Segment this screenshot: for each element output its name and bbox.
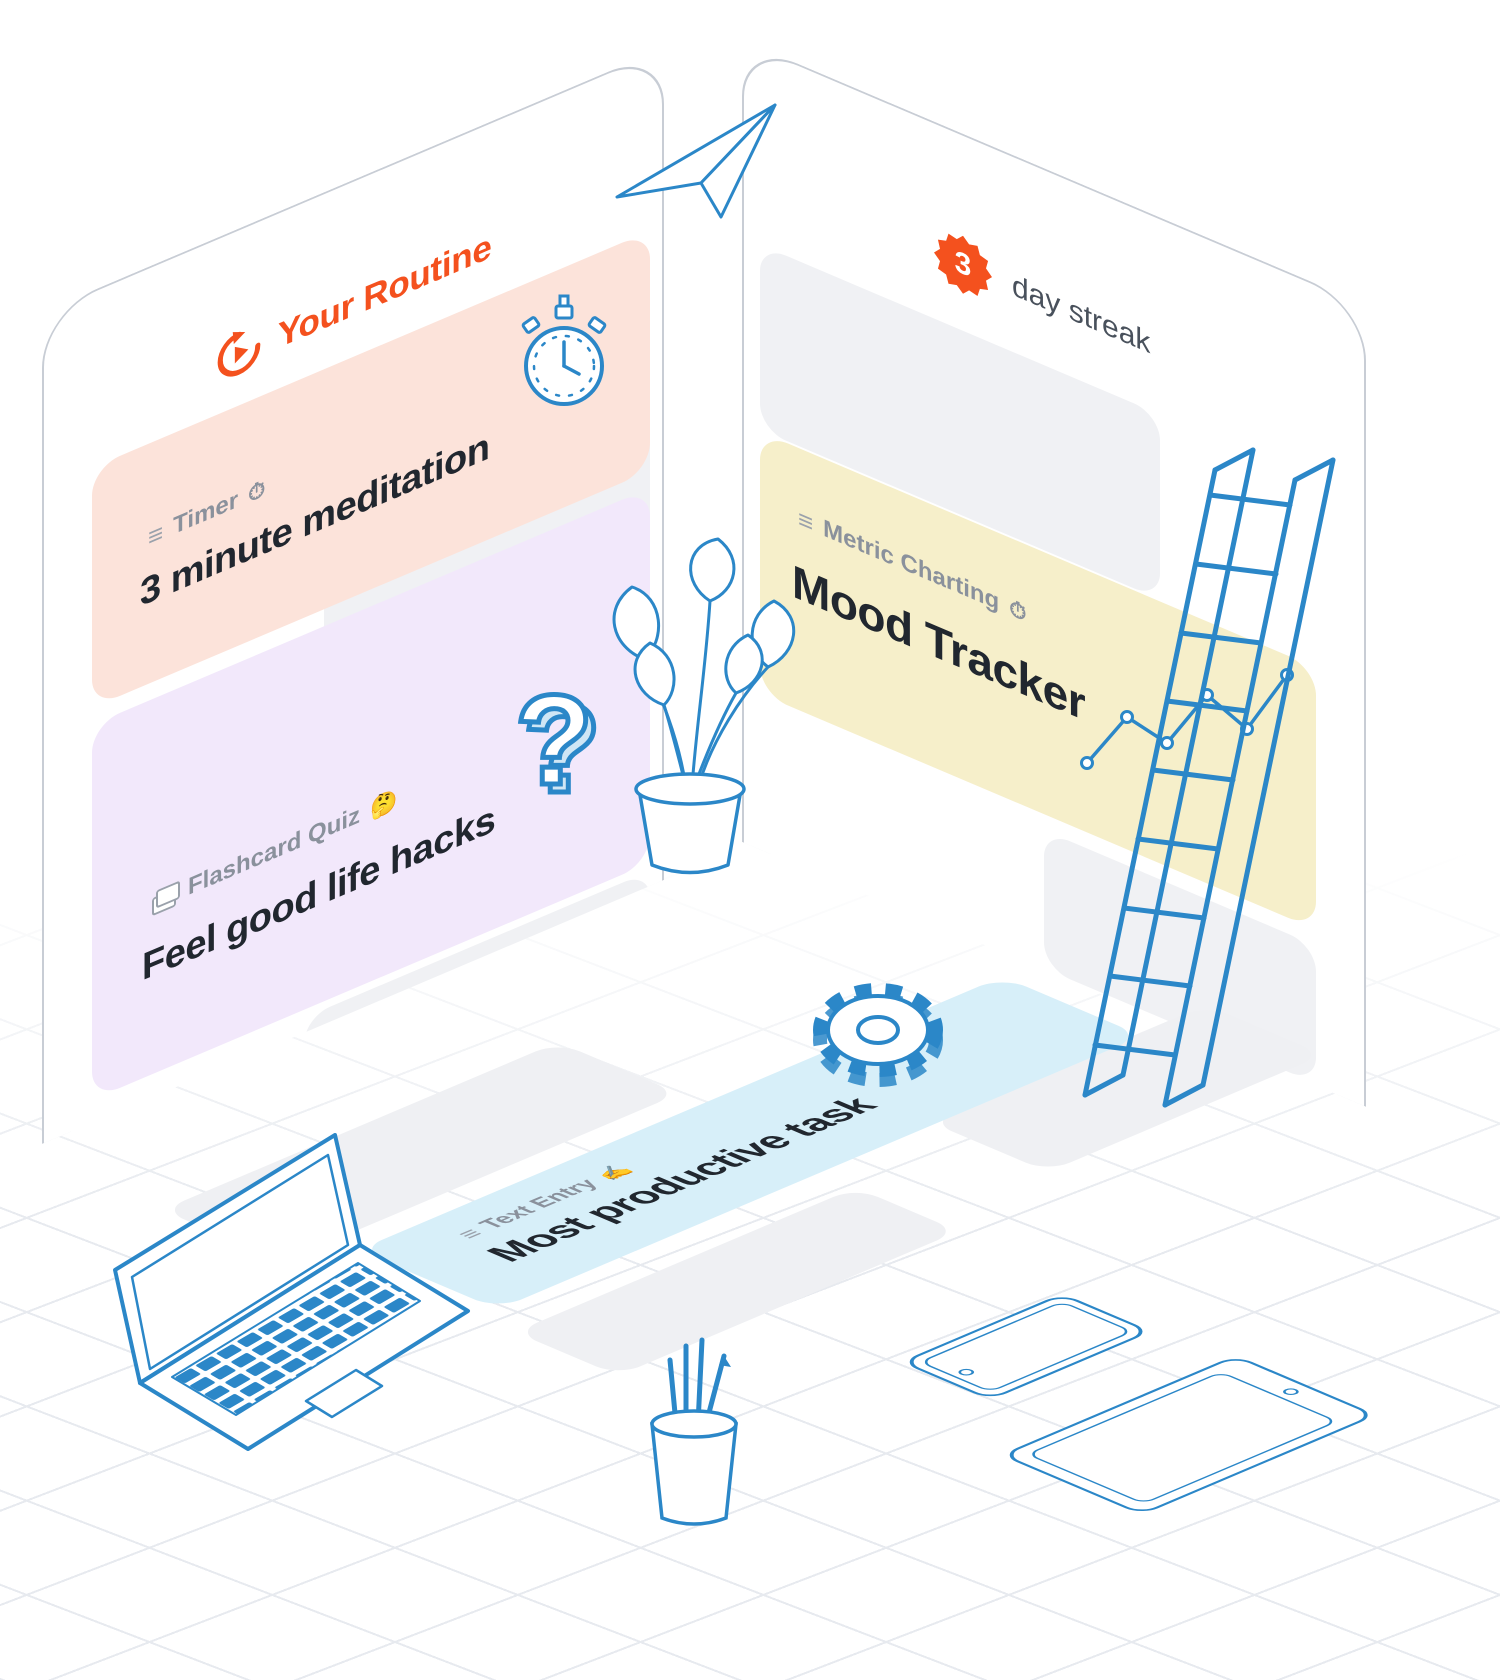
- stopwatch-illustration: [521, 294, 607, 406]
- stopwatch-emoji: ⏱: [1009, 594, 1027, 627]
- laptop-illustration: [113, 1133, 470, 1451]
- right-phone-panel: 3 day streak ≡ Metric Charting ⏱ Mood Tr…: [742, 40, 1366, 1107]
- gear-icon: [813, 983, 943, 1087]
- question-mark-illustration: ? ?: [512, 668, 602, 818]
- svg-text:?: ?: [515, 669, 593, 812]
- streak-count: 3: [954, 244, 972, 285]
- card-type-label: Timer: [173, 485, 239, 541]
- streak-badge: 3: [934, 223, 992, 306]
- paper-plane-icon: [615, 103, 777, 219]
- ladder-illustration: [1082, 447, 1336, 1108]
- left-phone-panel: Your Routine ≡ Timer ⏱ 3 minute meditati…: [42, 47, 664, 1144]
- pen-cup-illustration: [650, 1337, 738, 1526]
- potted-plant-illustration: [612, 537, 796, 875]
- svg-text:?: ?: [523, 677, 601, 818]
- drag-handle-icon[interactable]: ≡: [798, 502, 814, 540]
- tablet-home-button: [1279, 1387, 1302, 1397]
- flashcards-icon: [152, 881, 178, 914]
- drag-handle-icon[interactable]: ≡: [148, 516, 164, 554]
- routine-header: Your Routine: [214, 221, 492, 389]
- streak-label: day streak: [1012, 268, 1151, 361]
- thinking-face-emoji: 🤔: [370, 786, 398, 823]
- writing-hand-emoji: ✍️: [589, 1162, 638, 1183]
- routine-replay-icon: [217, 331, 261, 377]
- stopwatch-emoji: ⏱: [248, 475, 266, 508]
- streak-row: 3 day streak: [934, 223, 1150, 373]
- starburst-icon: [934, 233, 992, 297]
